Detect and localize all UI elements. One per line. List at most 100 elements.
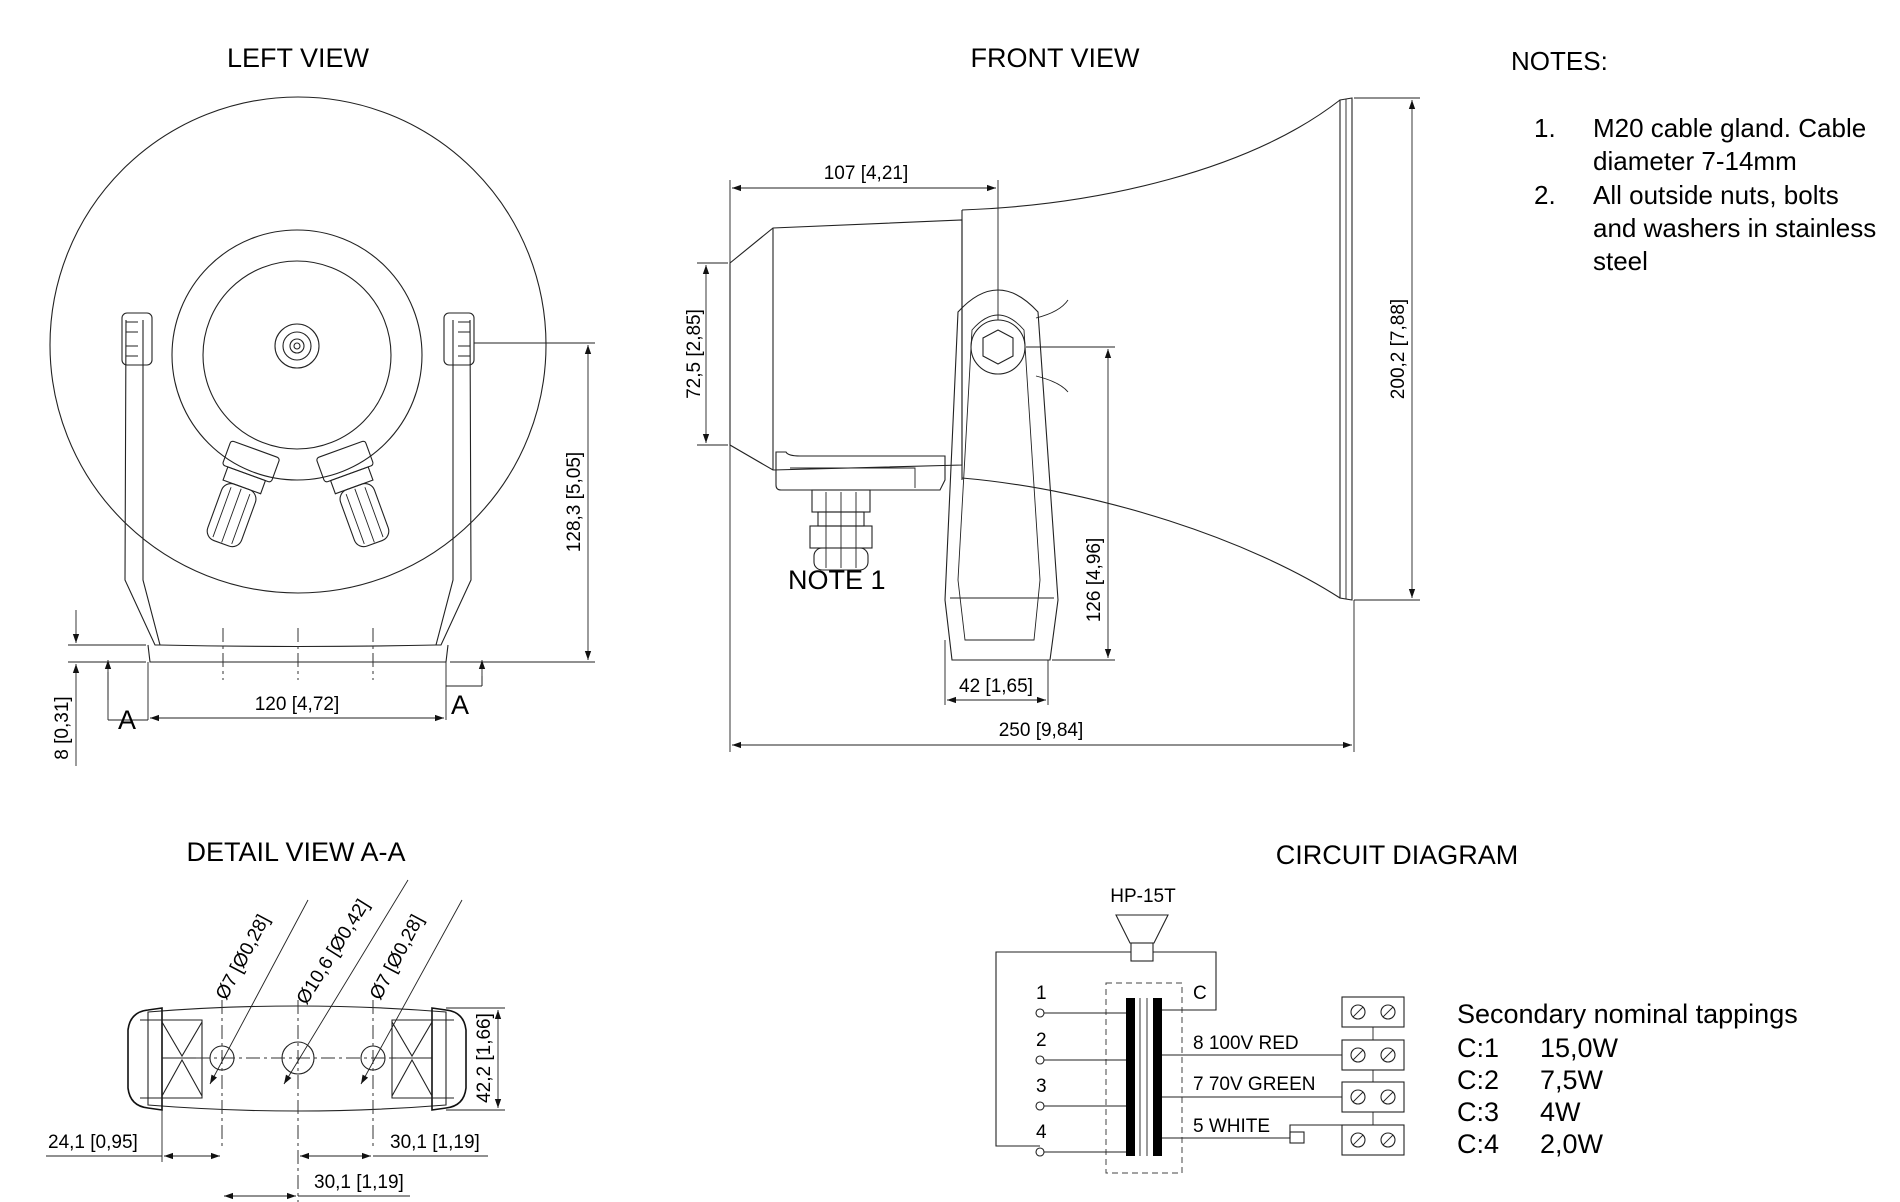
note-2-line-3: steel: [1593, 246, 1648, 276]
dim-length-label: 250 [9,84]: [999, 720, 1084, 741]
driver-boss-mid: [282, 331, 312, 361]
dim-diameter-extensions: [1354, 97, 1420, 601]
tap-100v-label: 8 100V RED: [1193, 1033, 1299, 1054]
tapping-3-code: C:3: [1457, 1097, 1499, 1127]
dim-depth-extensions: [729, 180, 999, 320]
dim-detail-right-label: 30,1 [1,19]: [390, 1132, 480, 1153]
bracket-right-arm: [435, 319, 472, 646]
dim-diameter-label: 200,2 [7,88]: [1388, 299, 1409, 399]
bracket-right-nut: [458, 321, 470, 357]
detail-view-title: DETAIL VIEW A-A: [186, 837, 405, 867]
terminal-4-label: 4: [1036, 1122, 1047, 1143]
dim-width-label: 120 [4,72]: [255, 694, 340, 715]
terminal-2-dot: [1035, 1055, 1045, 1065]
driver-boss-inner: [289, 338, 305, 354]
tapping-3-power: 4W: [1540, 1097, 1581, 1127]
bracket-left-arm: [124, 319, 161, 646]
base-left-ribs: [140, 1019, 203, 1099]
speaker-label: HP-15T: [1110, 886, 1176, 907]
tap-white-label: 5 WHITE: [1193, 1116, 1270, 1137]
dim-bracket-h-extensions: [1026, 346, 1115, 661]
driver-boss-outer: [274, 323, 320, 369]
hole-right-label: Ø7 [Ø0,28]: [366, 911, 428, 1003]
dim-length-extensions: [729, 445, 1355, 752]
transformer-frame: [1105, 982, 1183, 1174]
pivot-clip: [1035, 299, 1069, 393]
dim-depth-label: 107 [4,21]: [824, 163, 909, 184]
driver-boss-center: [293, 342, 301, 350]
speaker-symbol: [1115, 914, 1169, 944]
front-cable-gland: [809, 489, 873, 571]
driver-face: [202, 260, 392, 450]
bracket-left-nut: [126, 321, 138, 357]
bracket-left-pivot: [121, 312, 153, 366]
hole-centerlines: [196, 1000, 400, 1202]
terminal-1-label: 1: [1036, 983, 1047, 1004]
front-view: NOTE 1 107 [4,21] 72,5 [2,85] 200,2 [7,8…: [684, 97, 1420, 752]
notes-heading: NOTES:: [1511, 46, 1608, 76]
speaker-wires: [995, 951, 1217, 1147]
base-centerlines: [222, 628, 374, 680]
common-label: C: [1193, 983, 1207, 1004]
section-mark-left: A: [118, 705, 136, 735]
bracket-arm: [944, 289, 1059, 661]
notes-block: NOTES: 1. M20 cable gland. Cable diamete…: [1511, 46, 1876, 276]
horn-rim: [1339, 97, 1353, 601]
terminal-box-lip: [790, 467, 916, 488]
dim-detail-height-extensions: [446, 1007, 505, 1111]
horn-mouth-outline: [49, 96, 547, 594]
dim-base-label: 8 [0,31]: [52, 696, 73, 759]
base-left-end: [127, 1007, 163, 1111]
hole-center-label: Ø10,6 [Ø0,42]: [293, 896, 374, 1008]
primary-leads: [1044, 1012, 1126, 1153]
bracket-right-pivot: [443, 312, 475, 366]
terminal-4-dot: [1035, 1147, 1045, 1157]
section-line-right: [446, 676, 483, 687]
terminal-box: [775, 451, 946, 491]
note-1-number: 1.: [1534, 113, 1556, 143]
hole-left-label: Ø7 [Ø0,28]: [212, 911, 274, 1003]
terminal-strip: [1341, 996, 1405, 1156]
front-note-label: NOTE 1: [788, 565, 886, 595]
tapping-4-power: 2,0W: [1540, 1129, 1604, 1159]
dim-width-extensions: [147, 662, 447, 720]
dim-bracket-w-extensions: [944, 640, 1049, 705]
base-plate-outline: [147, 1005, 447, 1112]
dim-detail-height-label: 42,2 [1,66]: [474, 1013, 495, 1103]
tapping-2-power: 7,5W: [1540, 1065, 1604, 1095]
pivot-nut: [982, 329, 1014, 365]
terminal-2-label: 2: [1036, 1030, 1047, 1051]
circuit-diagram-title: CIRCUIT DIAGRAM: [1276, 840, 1519, 870]
tapping-1-power: 15,0W: [1540, 1033, 1619, 1063]
horn-lower-flare: [961, 477, 1341, 599]
horn-upper-flare: [961, 99, 1341, 211]
dim-base-extensions: [68, 644, 146, 663]
terminal-3-dot: [1035, 1101, 1045, 1111]
note-2-number: 2.: [1534, 180, 1556, 210]
front-view-title: FRONT VIEW: [970, 43, 1140, 73]
transformer-core-lines: [1139, 998, 1148, 1156]
detail-view: Ø7 [Ø0,28] Ø10,6 [Ø0,42] Ø7 [Ø0,28] 42,2…: [46, 879, 505, 1202]
bracket-arm-inner: [957, 314, 1041, 641]
secondary-leads: [1162, 1009, 1342, 1139]
base-right-ribs: [391, 1019, 454, 1099]
rear-housing: [729, 219, 963, 471]
dim-height-label: 128,3 [5,05]: [564, 452, 585, 552]
left-view-title: LEFT VIEW: [227, 43, 370, 73]
section-mark-right: A: [451, 690, 469, 720]
white-lead-terminal: [1289, 1131, 1305, 1144]
terminal-3-label: 3: [1036, 1076, 1047, 1097]
driver-housing: [171, 229, 423, 481]
tapping-4-code: C:4: [1457, 1129, 1499, 1159]
note-2-line-2: and washers in stainless: [1593, 213, 1876, 243]
transformer-core-right: [1153, 998, 1162, 1156]
left-view: 128,3 [5,05] 120 [4,72] A A 8 [0,31]: [49, 96, 595, 766]
hole-center-leader: [283, 879, 409, 1085]
pivot-outer: [970, 319, 1026, 375]
dim-bracket-h-label: 126 [4,96]: [1084, 538, 1105, 623]
circuit-diagram: HP-15T 1 2 3 4 C 8 100V RED 7 70V GREEN …: [995, 886, 1798, 1174]
dim-rear-extensions: [697, 262, 728, 446]
dim-detail-left-label: 24,1 [0,95]: [48, 1132, 138, 1153]
dim-detail-center-label: 30,1 [1,19]: [314, 1172, 404, 1193]
